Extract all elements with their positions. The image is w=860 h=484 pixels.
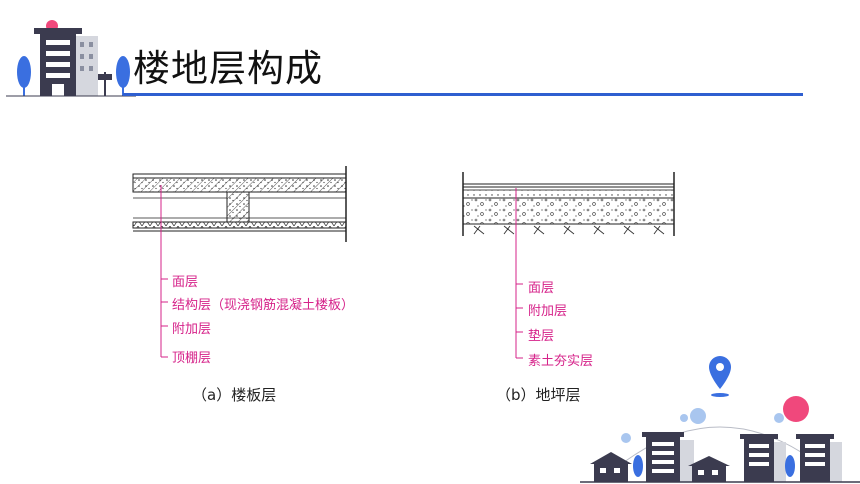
ground-floor-label-cushion: 垫层 <box>528 329 555 344</box>
floor-slab-label-additional: 附加层 <box>172 322 212 337</box>
floor-slab-label-surface: 面层 <box>172 275 199 290</box>
ground-floor-leader <box>515 188 523 359</box>
floor-slab-diagram <box>132 166 347 242</box>
ground-floor-label-surface: 面层 <box>528 281 555 296</box>
ground-floor-label-additional: 附加层 <box>528 304 568 319</box>
ground-floor-label-rammed-soil: 素土夯实层 <box>528 354 594 369</box>
floor-slab-label-structure: 结构层（现浇钢筋混凝土楼板） <box>172 298 355 313</box>
city-skyline-decoration <box>580 356 860 483</box>
floor-slab-caption: （a）楼板层 <box>192 386 277 404</box>
floor-slab-label-ceiling: 顶棚层 <box>172 351 212 366</box>
floor-slab-leader <box>160 185 168 358</box>
ground-floor-diagram <box>462 172 675 236</box>
ground-floor-caption: （b）地坪层 <box>496 386 581 404</box>
tree-icon <box>633 455 643 477</box>
page-title: 楼地层构成 <box>133 47 323 90</box>
city-buildings-icon <box>6 20 136 97</box>
location-pin-icon <box>709 356 731 397</box>
title-underline <box>123 93 803 96</box>
